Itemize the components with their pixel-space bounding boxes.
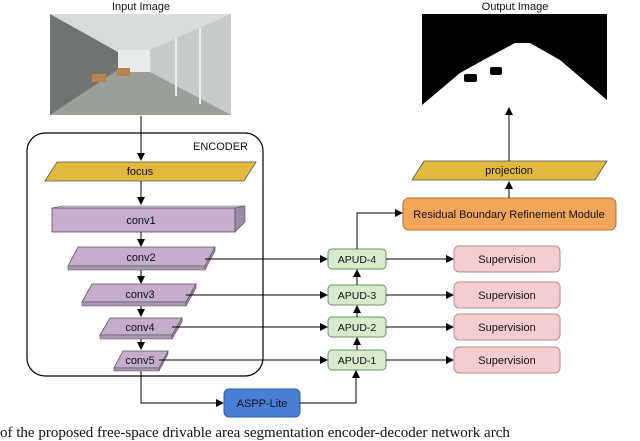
apud-2-label: APUD-2 [338, 322, 377, 334]
apud-3-block: APUD-3 [327, 284, 387, 306]
aspp-lite-label: ASPP-Lite [237, 398, 288, 410]
conv3-layer: conv3 [81, 282, 197, 308]
conv5-label: conv5 [125, 355, 154, 367]
apud4-to-refinement-arrow [356, 209, 403, 249]
conv5-layer: conv5 [113, 350, 169, 372]
supervision-label-3: Supervision [478, 290, 535, 302]
encoder-container [26, 132, 264, 377]
projection-layer: projection [411, 160, 608, 181]
apud-1-block: APUD-1 [327, 349, 387, 371]
input-image-title: Input Image [112, 1, 170, 13]
conv4-layer: conv4 [99, 316, 183, 341]
supervision-box-1: Supervision [453, 346, 561, 374]
figure-caption: of the proposed free-space drivable area… [0, 425, 510, 441]
supervision-label-1: Supervision [478, 355, 535, 367]
conv1-label: conv1 [126, 215, 155, 227]
aspp-lite-block: ASPP-Lite [223, 388, 301, 418]
focus-label: focus [127, 166, 154, 178]
apud-4-block: APUD-4 [327, 248, 387, 270]
conv5-to-aspp-arrow [140, 371, 224, 407]
supervision-box-4: Supervision [453, 245, 561, 273]
conv2-layer: conv2 [67, 246, 216, 271]
aspp-to-apud1-arrow [300, 370, 360, 404]
conv1-layer: conv1 [51, 205, 246, 233]
conv2-label: conv2 [126, 252, 155, 264]
supervision-box-3: Supervision [453, 281, 561, 309]
output-image [422, 14, 607, 105]
apud-2-block: APUD-2 [327, 316, 387, 338]
input-image [50, 14, 231, 115]
focus-layer: focus [44, 161, 257, 182]
supervision-label-4: Supervision [478, 254, 535, 266]
encoder-title: ENCODER [193, 141, 248, 153]
output-image-title: Output Image [482, 1, 549, 13]
conv3-label: conv3 [125, 289, 154, 301]
supervision-box-2: Supervision [453, 313, 561, 341]
conv4-label: conv4 [125, 322, 154, 334]
refinement-module-block: Residual Boundary Refinement Module [402, 197, 617, 231]
apud-4-label: APUD-4 [338, 254, 377, 266]
apud-1-label: APUD-1 [338, 355, 377, 367]
refinement-module-label: Residual Boundary Refinement Module [413, 209, 604, 221]
supervision-label-2: Supervision [478, 322, 535, 334]
projection-label: projection [485, 165, 533, 177]
apud-3-label: APUD-3 [338, 290, 377, 302]
